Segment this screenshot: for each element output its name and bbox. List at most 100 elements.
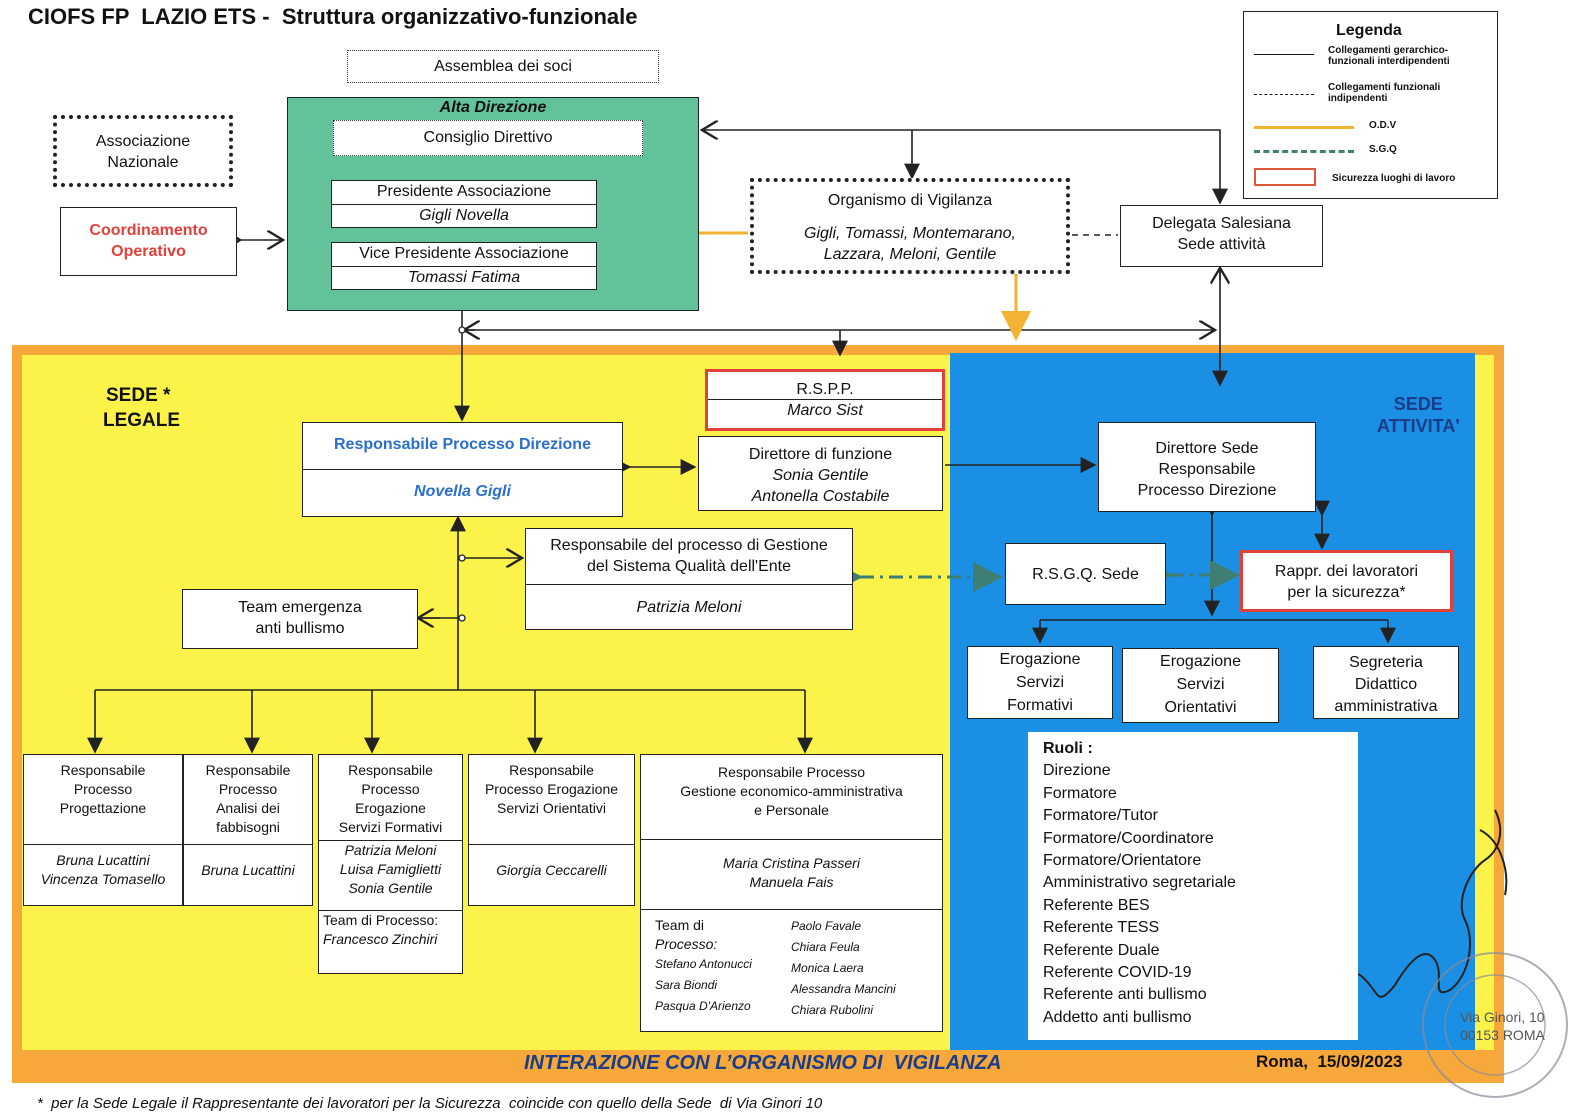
erogazione-orientativi-box: Erogazione Servizi Orientativi — [1122, 648, 1279, 723]
delegata-box: Delegata Salesiana Sede attività — [1120, 205, 1323, 267]
consiglio-label: Consiglio Direttivo — [423, 129, 553, 146]
direttore-funzione-name-1: Sonia Gentile — [772, 467, 869, 484]
ruoli-box: Ruoli : Direzione Formatore Formatore/Tu… — [1028, 732, 1358, 1040]
rspp-box: R.S.P.P. Marco Sist — [705, 369, 945, 431]
role-line: Processo — [361, 781, 420, 797]
erog-orient-line: Erogazione — [1160, 653, 1241, 670]
team-line: Team di Processo: — [323, 912, 439, 928]
ruolo-item: Referente TESS — [1043, 919, 1160, 937]
stamp-line-2: 00153 ROMA — [1460, 1027, 1545, 1043]
direttore-sede-line-3: Processo Direzione — [1137, 482, 1277, 499]
associazione-line-2: Nazionale — [107, 154, 179, 171]
segreteria-box: Segreteria Didattico amministrativa — [1313, 646, 1459, 719]
vice-name: Tomassi Fatima — [332, 266, 596, 288]
direttore-funzione-box: Direttore di funzione Sonia Gentile Anto… — [698, 436, 943, 511]
erog-form-line: Formativi — [1007, 697, 1073, 714]
legend: Legenda Collegamenti gerarchico-funziona… — [1243, 11, 1498, 199]
direttore-funzione-role: Direttore di funzione — [748, 446, 893, 463]
role-line: Processo — [73, 781, 133, 797]
legend-odv-swatch — [1254, 126, 1354, 129]
ruolo-item: Formatore/Tutor — [1043, 807, 1158, 825]
name-line: Manuela Fais — [749, 874, 834, 890]
name-line: Bruna Lucattini — [201, 862, 295, 878]
date-label: Roma, 15/09/2023 — [1256, 1052, 1403, 1071]
role-line: Erogazione — [355, 800, 426, 816]
rappr-line-2: per la sicurezza* — [1287, 584, 1406, 601]
role-line: Responsabile — [509, 762, 594, 778]
processo-analisi: Responsabile Processo Analisi dei fabbis… — [183, 754, 313, 906]
associazione-nazionale-box: Associazione Nazionale — [53, 115, 233, 187]
legend-item-1: Collegamenti funzionali indipendenti — [1328, 82, 1441, 104]
ruolo-item: Referente anti bullismo — [1043, 986, 1207, 1004]
team-member: Paolo Favale — [791, 919, 862, 933]
team-label: Team di — [655, 917, 705, 933]
team-label: Processo: — [655, 936, 718, 952]
rpd-box: Responsabile Processo Direzione Novella … — [302, 422, 623, 517]
role-line: Responsabile — [60, 762, 146, 778]
name-line: Giorgia Ceccarelli — [496, 862, 607, 878]
signature — [1328, 809, 1508, 1011]
processo-progettazione: Responsabile Processo Progettazione Brun… — [23, 754, 183, 906]
legend-item-3: S.G.Q — [1369, 144, 1397, 155]
legend-dashed-swatch — [1254, 94, 1314, 95]
team-emergenza-line-2: anti bullismo — [255, 620, 345, 637]
direttore-sede-line-1: Direttore Sede — [1155, 440, 1259, 457]
erogazione-formativi-box: Erogazione Servizi Formativi — [967, 646, 1113, 719]
ruolo-item: Referente COVID-19 — [1043, 964, 1192, 982]
ruolo-item: Direzione — [1043, 762, 1111, 780]
legend-item-0: Collegamenti gerarchico-funzionali inter… — [1328, 45, 1450, 67]
erog-orient-line: Servizi — [1176, 676, 1225, 693]
role-line: Processo — [218, 781, 278, 797]
sede-attivita-label: SEDE ATTIVITA' — [1377, 393, 1460, 437]
sede-attivita-line-1: SEDE — [1393, 394, 1443, 414]
ruoli-title: Ruoli : — [1043, 740, 1093, 757]
sede-attivita-line-2: ATTIVITA' — [1377, 416, 1460, 436]
vice-presidente-box: Vice Presidente Associazione Tomassi Fat… — [331, 242, 597, 290]
ruolo-item: Referente Duale — [1043, 941, 1160, 959]
consiglio-box: Consiglio Direttivo — [333, 120, 643, 156]
ruolo-item: Formatore/Coordinatore — [1043, 829, 1214, 847]
team-emergenza-line-1: Team emergenza — [238, 599, 362, 616]
page-title: CIOFS FP LAZIO ETS - Struttura organizza… — [28, 4, 638, 29]
presidente-role: Presidente Associazione — [376, 183, 552, 200]
team-member: Monica Laera — [791, 961, 864, 975]
team-line: Francesco Zinchiri — [323, 931, 438, 947]
rsgq-label: R.S.G.Q. Sede — [1032, 566, 1139, 583]
delegata-line-1: Delegata Salesiana — [1152, 215, 1291, 232]
stamp — [1422, 952, 1568, 1098]
assemblea-label: Assemblea dei soci — [434, 58, 572, 75]
processo-erogazione-formativi: Responsabile Processo Erogazione Servizi… — [318, 754, 463, 974]
role-line: fabbisogni — [216, 819, 280, 835]
erog-form-line: Erogazione — [999, 651, 1081, 668]
legend-title: Legenda — [1336, 22, 1402, 39]
team-member: Alessandra Mancini — [791, 982, 896, 996]
role-line: e Personale — [754, 802, 829, 818]
interazione-label: INTERAZIONE CON L’ORGANISMO DI VIGILANZA — [524, 1052, 1002, 1074]
role-line: Servizi Formativi — [338, 819, 443, 835]
team-member: Stefano Antonucci — [655, 957, 752, 971]
rappr-box: Rappr. dei lavoratori per la sicurezza* — [1240, 550, 1453, 612]
segreteria-line: Didattico — [1354, 676, 1418, 693]
delegata-line-2: Sede attività — [1177, 236, 1266, 253]
alta-direzione-title: Alta Direzione — [439, 99, 547, 116]
processo-gestione-economica: Responsabile Processo Gestione economico… — [640, 754, 943, 1032]
odv-title: Organismo di Vigilanza — [827, 192, 993, 209]
name-line: Maria Cristina Passeri — [723, 855, 860, 871]
name-line: Luisa Famiglietti — [339, 861, 442, 877]
segreteria-line: Segreteria — [1349, 654, 1423, 671]
role-line: Responsabile — [348, 762, 433, 778]
direttore-sede-line-2: Responsabile — [1158, 461, 1256, 478]
ruolo-item: Formatore/Orientatore — [1043, 852, 1202, 870]
erog-form-line: Servizi — [1015, 674, 1064, 691]
rspp-name: Marco Sist — [708, 399, 942, 421]
role-line: Servizi Orientativi — [497, 800, 606, 816]
name-line: Patrizia Meloni — [344, 842, 437, 858]
qualita-role-2: del Sistema Qualità dell'Ente — [586, 558, 792, 575]
ruolo-item: Referente BES — [1043, 896, 1150, 914]
presidente-name: Gigli Novella — [332, 204, 596, 226]
qualita-name: Patrizia Meloni — [526, 584, 852, 618]
ruolo-item: Addetto anti bullismo — [1043, 1008, 1192, 1026]
legend-item-2: O.D.V — [1369, 120, 1397, 131]
segreteria-line: amministrativa — [1334, 698, 1438, 715]
